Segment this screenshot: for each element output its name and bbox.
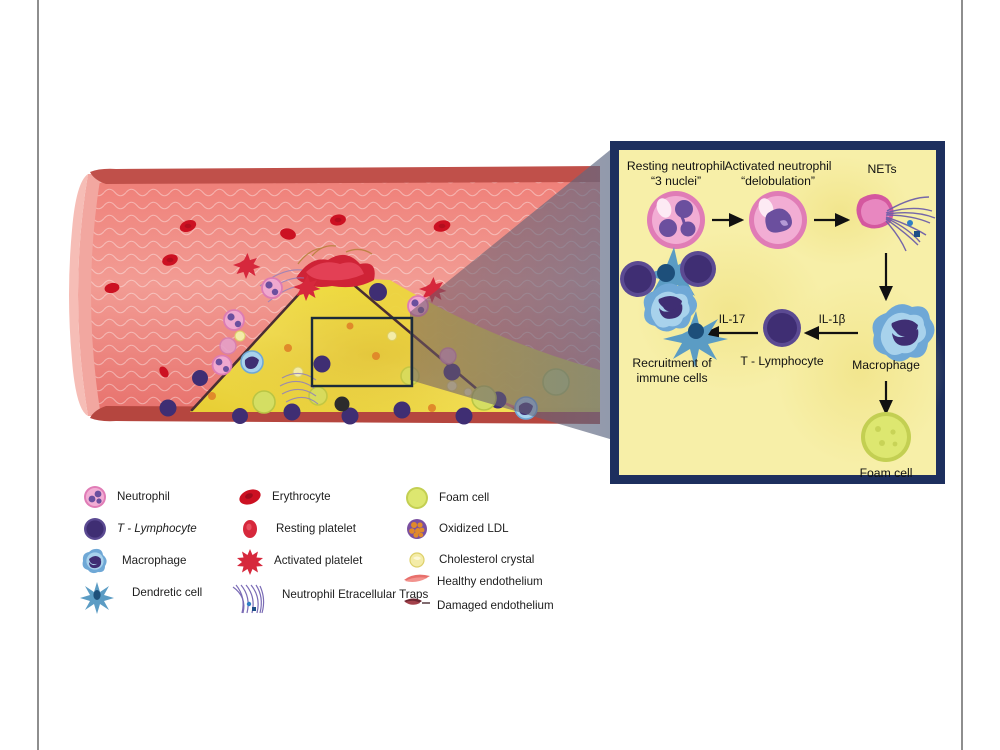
figure-legend: Neutrophil T - Lymphocyte Macrophage bbox=[80, 476, 562, 626]
legend-label: Healthy endothelium bbox=[437, 574, 543, 588]
neutrophil-icon bbox=[82, 484, 108, 510]
dendritic-nucleus-b bbox=[688, 323, 704, 339]
legend-label: Erythrocyte bbox=[272, 489, 331, 503]
il-1beta-label: IL-1β bbox=[819, 313, 846, 326]
macrophage-icon bbox=[82, 548, 108, 574]
dendritic-nucleus-a bbox=[657, 264, 675, 282]
t-lymphocyte-label: T - Lymphocyte bbox=[740, 354, 824, 368]
activated-platelet-icon bbox=[237, 548, 263, 575]
healthy-endothelium-icon bbox=[402, 569, 432, 595]
macrophage-label: Macrophage bbox=[852, 358, 920, 372]
legend-label: Dendretic cell bbox=[132, 585, 203, 599]
resting-platelet-icon bbox=[237, 516, 263, 542]
damaged-endothelium-icon bbox=[402, 593, 432, 619]
recruitment-label-1: Recruitment of bbox=[632, 356, 712, 370]
nets-label: NETs bbox=[867, 162, 896, 176]
legend-label: Cholesterol crystal bbox=[439, 552, 535, 566]
foam-cell bbox=[861, 412, 911, 462]
nets-icon bbox=[230, 582, 276, 614]
nets-cell bbox=[856, 194, 936, 252]
legend-item-t-lymphocyte: T - Lymphocyte bbox=[82, 516, 197, 542]
necrotic-core-dot bbox=[334, 396, 350, 412]
legend-item-activated-platelet: Activated platelet bbox=[237, 548, 363, 575]
legend-item-foam-cell: Foam cell bbox=[404, 485, 489, 511]
dendritic-cell-icon bbox=[80, 580, 126, 614]
legend-item-damaged-endothelium: Damaged endothelium bbox=[402, 593, 554, 619]
legend-item-healthy-endothelium: Healthy endothelium bbox=[402, 569, 543, 595]
foam-cell-icon bbox=[404, 485, 430, 511]
zoom-cone bbox=[410, 142, 620, 442]
legend-label: Damaged endothelium bbox=[437, 598, 554, 612]
foam-cell-label: Foam cell bbox=[860, 466, 913, 480]
thrombus bbox=[259, 245, 375, 303]
legend-item-macrophage: Macrophage bbox=[82, 548, 186, 574]
legend-item-nets: Neutrophil Etracellular Traps bbox=[230, 582, 429, 614]
legend-label: Foam cell bbox=[439, 490, 490, 504]
legend-item-neutrophil: Neutrophil bbox=[82, 484, 170, 510]
resting-neutrophil-label-1: Resting neutrophil bbox=[627, 159, 725, 173]
t-lymphocyte-cell bbox=[763, 309, 801, 347]
oxidized-ldl-icon bbox=[404, 516, 430, 542]
legend-label: Neutrophil bbox=[117, 489, 170, 503]
resting-neutrophil-label-2: “3 nuclei” bbox=[651, 174, 701, 188]
legend-label: T - Lymphocyte bbox=[117, 521, 197, 535]
zoom-region-box bbox=[310, 316, 414, 388]
lymphocyte-icon bbox=[82, 516, 108, 542]
activated-neutrophil-label-1: Activated neutrophil bbox=[724, 159, 831, 173]
legend-item-cholesterol-crystal: Cholesterol crystal bbox=[404, 547, 534, 573]
page-rule-left bbox=[37, 0, 39, 750]
legend-item-resting-platelet: Resting platelet bbox=[237, 516, 356, 542]
artery-illustration bbox=[69, 142, 620, 442]
activated-neutrophil-label-2: “delobulation” bbox=[741, 174, 815, 188]
il-17-label: IL-17 bbox=[719, 313, 745, 326]
inset-panel: Resting neutrophil “3 nuclei” Activated … bbox=[610, 141, 945, 484]
legend-label: Macrophage bbox=[122, 553, 187, 567]
dendritic-cell-b bbox=[663, 311, 728, 368]
resting-neutrophil-cell bbox=[647, 191, 705, 249]
legend-label: Neutrophil Etracellular Traps bbox=[282, 587, 429, 601]
legend-item-dendritic-cell: Dendretic cell bbox=[80, 580, 203, 614]
cholesterol-crystal-icon bbox=[404, 547, 430, 573]
legend-label: Activated platelet bbox=[274, 553, 363, 567]
activated-neutrophil-cell bbox=[749, 191, 807, 249]
oxidized-ldl bbox=[208, 322, 436, 412]
recruitment-label-2: immune cells bbox=[636, 371, 707, 385]
macrophage-cell bbox=[872, 304, 935, 362]
page-rule-right bbox=[961, 0, 963, 750]
macrophage-recruit bbox=[643, 283, 698, 332]
legend-item-oxidized-ldl: Oxidized LDL bbox=[404, 516, 509, 542]
legend-label: Oxidized LDL bbox=[439, 521, 509, 535]
recruitment-cluster bbox=[620, 247, 728, 368]
erythrocyte-icon bbox=[237, 484, 263, 510]
legend-label: Resting platelet bbox=[276, 521, 356, 535]
legend-item-erythrocyte: Erythrocyte bbox=[237, 484, 331, 510]
